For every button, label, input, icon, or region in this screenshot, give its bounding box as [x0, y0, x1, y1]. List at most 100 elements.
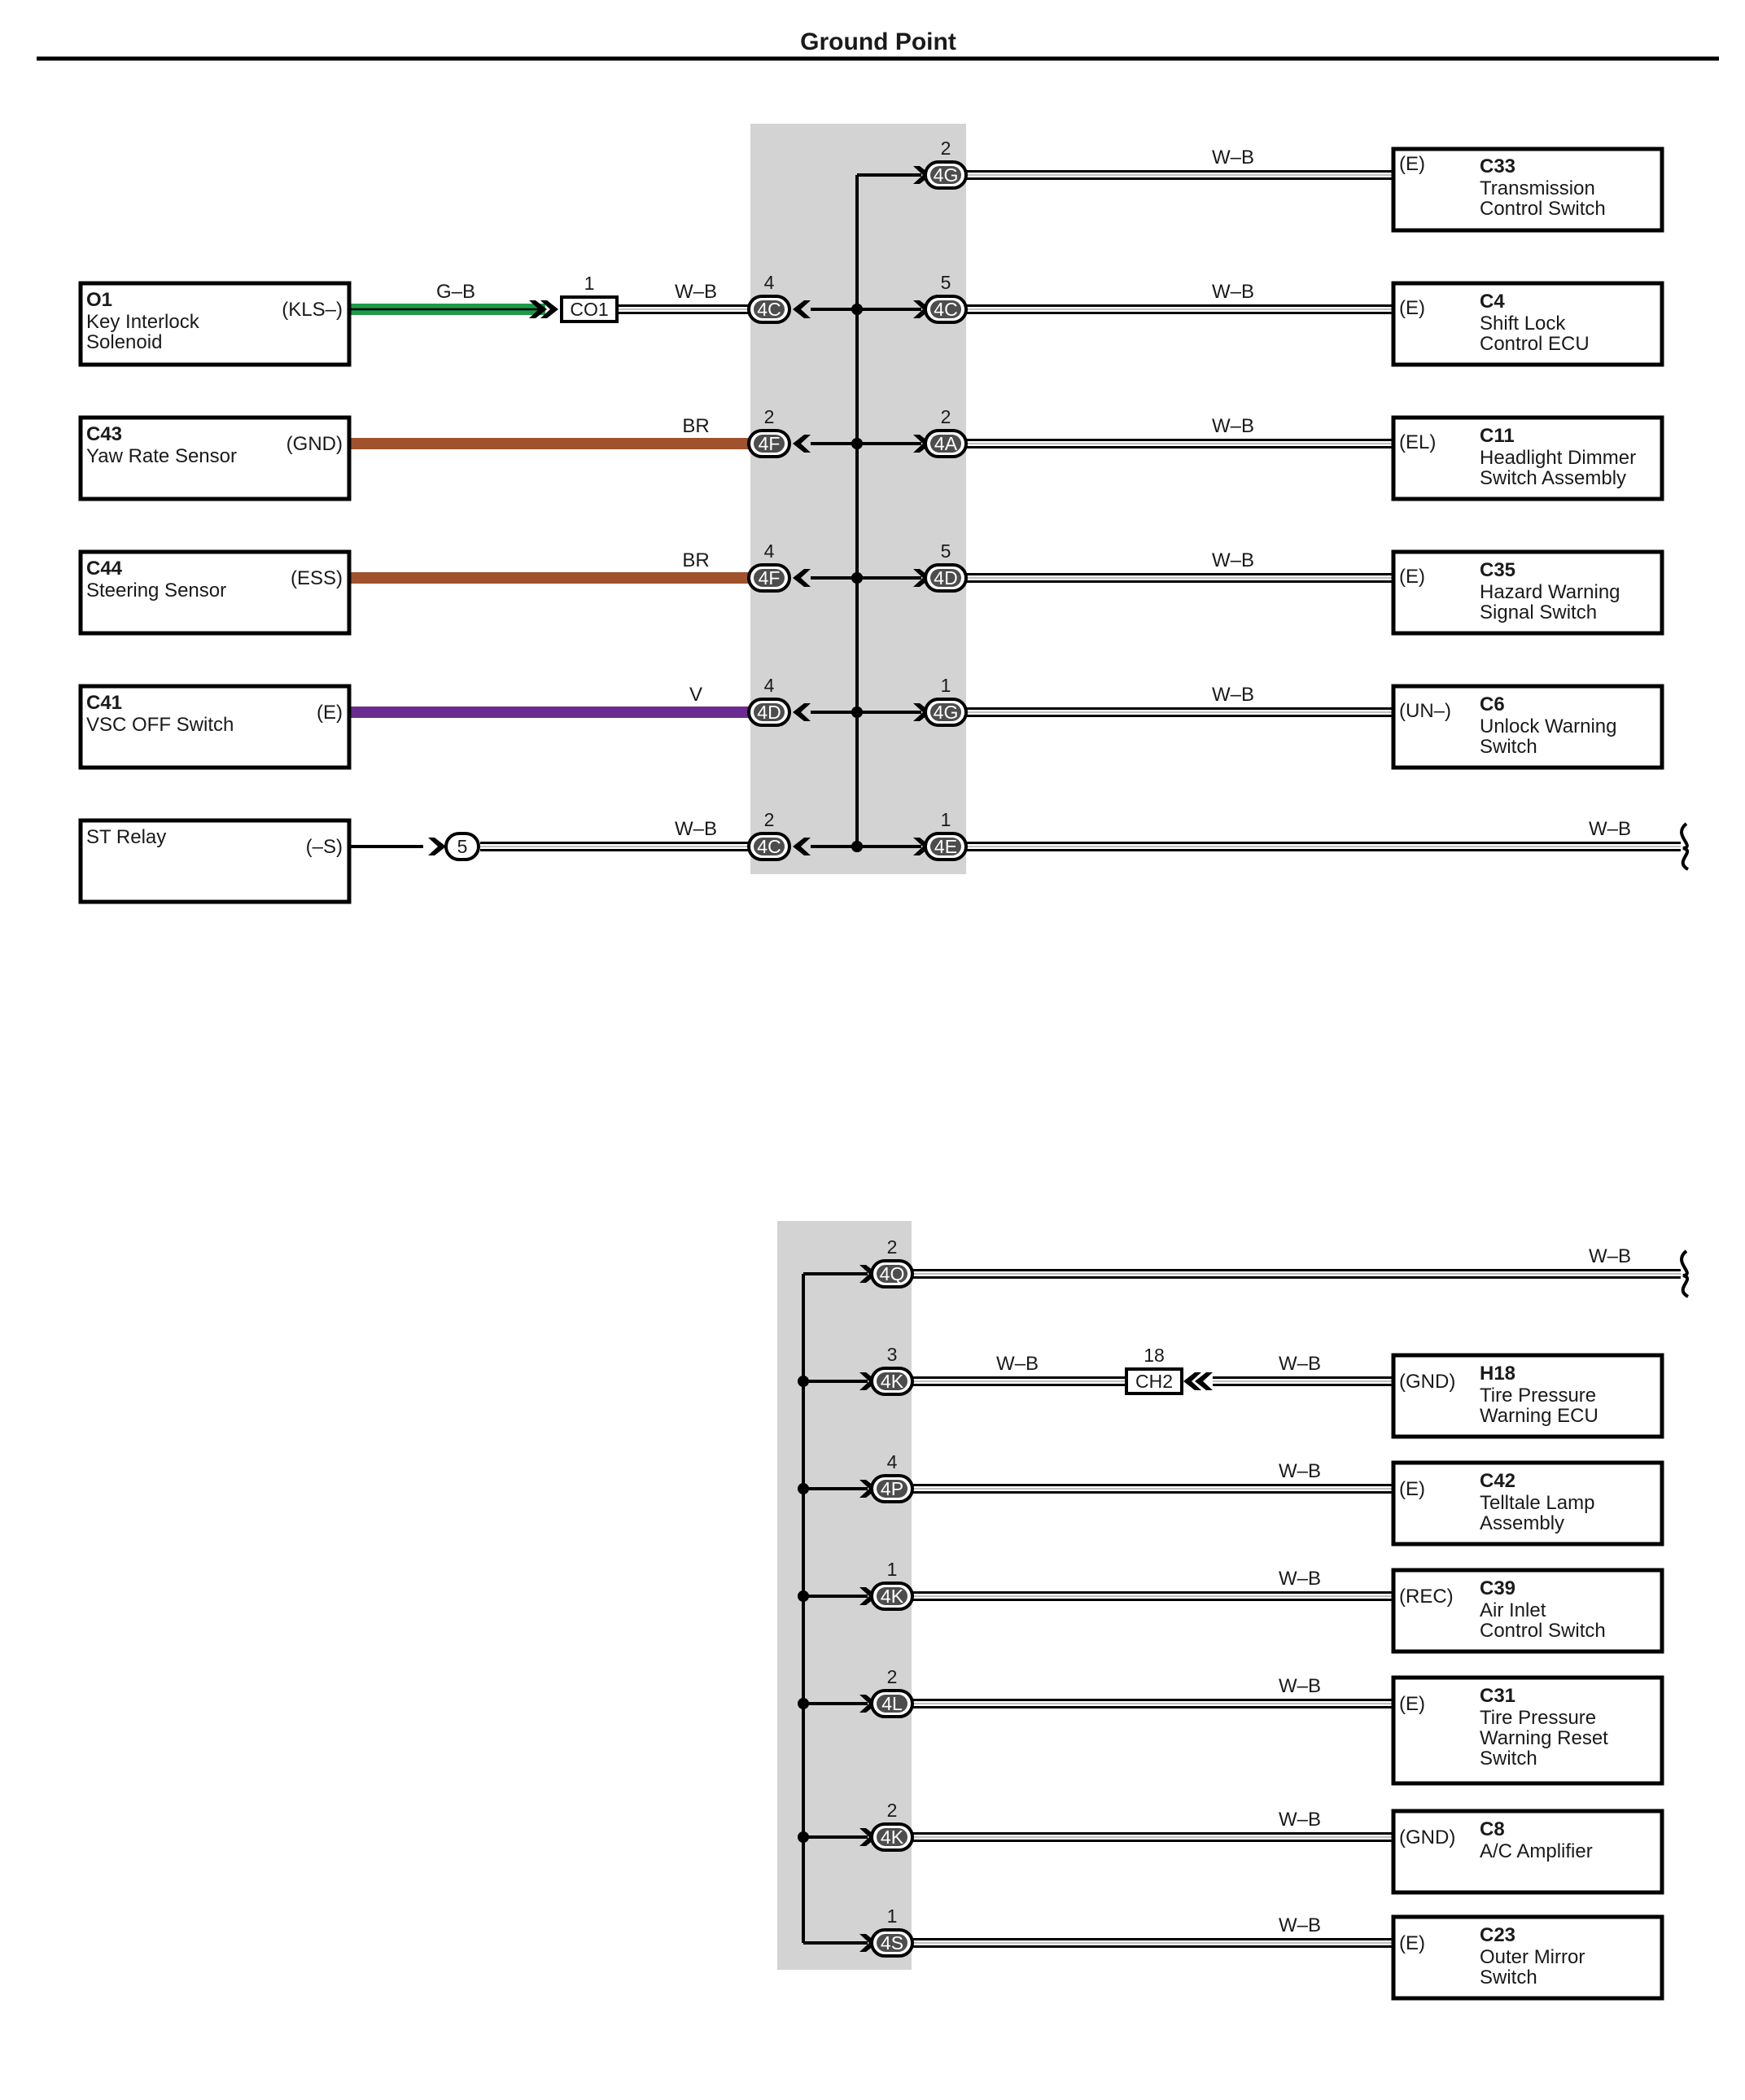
- right-bottom-h18-inline-chev-a: [1183, 1372, 1201, 1390]
- left-o1-inline-box: [560, 295, 619, 323]
- right-bottom-c31-junction-code: 4L: [881, 1693, 903, 1714]
- right-bottom-h18-box: [1391, 1353, 1664, 1439]
- right-top-c6-name-0: Unlock Warning: [1480, 715, 1617, 737]
- left-o1-chev-b: [540, 300, 558, 318]
- right-top-c35-bus-dot: [851, 572, 863, 584]
- right-top-c4-terminal: (E): [1399, 297, 1425, 319]
- right-bottom-c39-name-1: Control Switch: [1480, 1620, 1606, 1642]
- right-bottom-continue-junction-code: 4Q: [880, 1263, 905, 1284]
- right-bottom-h18-wire-label: W–B: [996, 1353, 1039, 1375]
- left-o1-junction-chev: [793, 300, 811, 318]
- right-top-c6-terminal: (UN–): [1399, 700, 1451, 722]
- right-bottom-h18-junction-pin: 3: [887, 1344, 898, 1365]
- left-c44-wire-fill: [349, 572, 753, 584]
- left-st-relay-inline-pin: 5: [457, 836, 468, 857]
- left-c41-box: [78, 684, 352, 770]
- right-bottom-c42-junction-inner: [877, 1480, 907, 1498]
- left-c41-id: C41: [86, 692, 122, 714]
- right-bottom-c42-box: [1391, 1460, 1664, 1547]
- right-bottom-h18-name-0: Tire Pressure: [1480, 1385, 1596, 1407]
- right-top-c6-junction-pin: 1: [941, 675, 951, 696]
- right-bottom-c39-bus-dot: [798, 1590, 809, 1602]
- right-top-c6-wire-label: W–B: [1212, 684, 1254, 706]
- right-top-c11-junction-pin: 2: [941, 406, 951, 427]
- right-top-c35-junction-code: 4D: [934, 567, 957, 588]
- left-c41-terminal: (E): [317, 702, 343, 724]
- right-bottom-c39-terminal: (REC): [1399, 1586, 1454, 1608]
- right-bottom-c39-junction-code: 4K: [881, 1586, 904, 1607]
- left-st-relay-junction-chev: [793, 838, 811, 855]
- right-top-c6-bus-dot: [851, 707, 863, 718]
- right-top-c35-box: [1391, 549, 1664, 636]
- right-bottom-c39-box: [1391, 1568, 1664, 1654]
- left-c44-junction-pin: 4: [764, 540, 775, 562]
- right-top-c35-junction-pin: 5: [941, 540, 951, 562]
- left-st-relay-junction-pin: 2: [764, 809, 775, 830]
- right-bottom-c39-junction-pin: 1: [887, 1559, 898, 1580]
- right-bottom-continue-junction-pin: 2: [887, 1236, 898, 1258]
- left-c41-junction-code: 4D: [757, 702, 781, 723]
- right-bottom-c42-name-1: Assembly: [1480, 1512, 1564, 1534]
- right-bottom-c31-terminal: (E): [1399, 1693, 1425, 1715]
- left-c41-junction-inner: [754, 703, 785, 721]
- right-top-c4-junction-code: 4C: [934, 299, 957, 320]
- right-bottom-c31-bus-dot: [798, 1698, 809, 1709]
- right-bottom-c39-id: C39: [1480, 1577, 1515, 1599]
- left-st-relay-chev: [428, 838, 446, 855]
- right-top-c11-wire-label: W–B: [1212, 415, 1254, 437]
- right-top-c11-name-1: Switch Assembly: [1480, 467, 1626, 489]
- left-st-relay-inline-pill: [444, 832, 480, 861]
- left-st-relay-terminal: (–S): [306, 836, 343, 858]
- right-bottom-c31-name-1: Warning Reset: [1480, 1727, 1608, 1749]
- left-c43-junction-chev: [793, 435, 811, 453]
- right-top-c35-id: C35: [1480, 559, 1515, 581]
- diagram-title: Ground Point: [800, 28, 956, 55]
- right-bottom-c23-junction-pin: 1: [887, 1905, 898, 1927]
- left-c44-junction-code: 4F: [759, 567, 781, 588]
- right-bottom-c8-junction-pin: 2: [887, 1800, 898, 1821]
- left-c43-id: C43: [86, 423, 122, 445]
- right-top-c6-junction-code: 4G: [934, 702, 959, 723]
- right-bottom-h18-junction-inner: [877, 1372, 907, 1390]
- right-bottom-c42-id: C42: [1480, 1470, 1515, 1492]
- right-top-c4-name-1: Control ECU: [1480, 333, 1590, 355]
- right-top-continue-wire-label: W–B: [1589, 818, 1631, 840]
- right-top-c6-id: C6: [1480, 693, 1505, 715]
- right-top-continue-bus-dot: [851, 841, 863, 852]
- right-bottom-h18-terminal: (GND): [1399, 1371, 1455, 1393]
- left-c44-terminal: (ESS): [291, 567, 343, 589]
- left-c44-wire-label: BR: [682, 549, 709, 571]
- right-top-c35-name-1: Signal Switch: [1480, 602, 1597, 623]
- right-bottom-c31-name-2: Switch: [1480, 1748, 1537, 1770]
- right-bottom-h18-inline-pin: 18: [1144, 1345, 1165, 1366]
- right-bottom-c23-wire-label: W–B: [1279, 1914, 1321, 1936]
- right-top-c33-id: C33: [1480, 155, 1515, 177]
- left-c44-junction-inner: [754, 569, 785, 587]
- right-top-c33-junction-code: 4G: [934, 164, 959, 186]
- left-c43-junction-inner: [754, 435, 785, 453]
- left-o1-wire-label: G–B: [436, 281, 475, 303]
- left-c43-wire-label: BR: [682, 415, 709, 437]
- right-top-continue-junction-inner: [930, 838, 961, 855]
- left-st-relay-name-0: ST Relay: [86, 826, 166, 848]
- right-bottom-c8-junction-code: 4K: [881, 1827, 904, 1848]
- right-bottom-c8-box: [1391, 1809, 1664, 1895]
- right-bottom-continue-junction-inner: [877, 1265, 907, 1283]
- left-c43-terminal: (GND): [286, 433, 343, 455]
- left-o1-junction-pin: 4: [764, 272, 775, 293]
- right-top-c33-wire-label: W–B: [1212, 147, 1254, 168]
- left-st-relay-box: [78, 818, 352, 904]
- right-bottom-continue-wire-label: W–B: [1589, 1245, 1631, 1267]
- right-bottom-c23-junction-inner: [877, 1934, 907, 1952]
- right-bottom-h18-wire2-label: W–B: [1279, 1353, 1321, 1375]
- right-bottom-c39-junction-inner: [877, 1587, 907, 1605]
- right-top-c4-junction-pin: 5: [941, 272, 951, 293]
- right-bottom-c42-wire-label: W–B: [1279, 1460, 1321, 1482]
- left-o1-terminal: (KLS–): [282, 299, 343, 321]
- right-top-c6-name-1: Switch: [1480, 736, 1537, 758]
- left-o1-name-0: Key Interlock: [86, 311, 200, 333]
- right-top-c4-name-0: Shift Lock: [1480, 313, 1566, 335]
- right-bottom-c39-wire-label: W–B: [1279, 1568, 1321, 1590]
- left-c41-name-0: VSC OFF Switch: [86, 714, 234, 736]
- right-bottom-c31-junction-inner: [877, 1695, 907, 1713]
